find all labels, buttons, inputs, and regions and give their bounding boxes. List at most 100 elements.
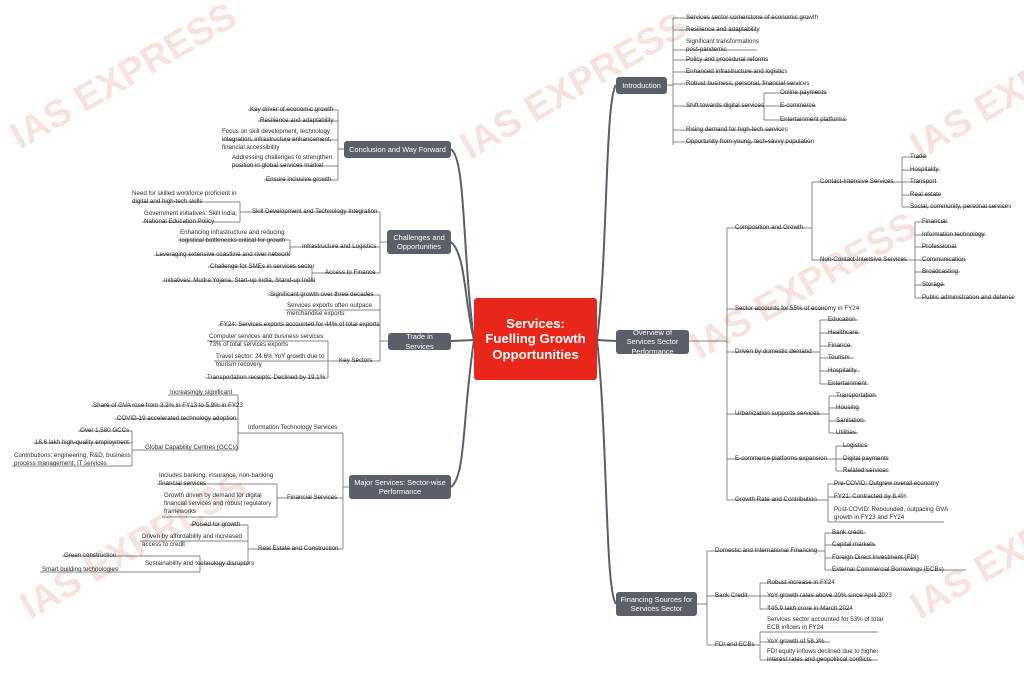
overview-leaf: Information technology — [922, 231, 985, 238]
trade-node: Key Sectors — [339, 357, 373, 364]
overview-node: Non-Contact-Intensive Services — [820, 256, 908, 263]
financing-node: FDI and ECBs — [715, 641, 755, 648]
intro-subitem: E-commerce — [780, 102, 816, 109]
overview-leaf: Logistics — [843, 442, 868, 449]
overview-leaf: Healthcare — [828, 329, 858, 336]
overview-leaf: Finance — [828, 342, 851, 349]
intro-item: Policy and procedural reforms — [686, 56, 769, 63]
overview-node: Sector accounts for 55% of economy in FY… — [735, 305, 860, 312]
challenges-node: Infrastructure and Logistics — [302, 243, 377, 250]
overview-leaf: Entertainment — [828, 380, 867, 387]
overview-leaf: Transport — [910, 178, 937, 185]
major-leaf: Contributions: engineering, R&D, busines… — [14, 452, 131, 467]
overview-leaf: Communication — [922, 256, 965, 263]
major-node: Information Technology Services — [248, 424, 338, 431]
financing-leaf: ₹45.9 lakh crore in March 2024 — [767, 605, 853, 612]
trade-leaf: Transportation receipts: Declined by 19.… — [207, 374, 326, 381]
conclusion-item: Focus on skill development, technology i… — [222, 128, 332, 151]
trade-item: Significant growth over three decades — [270, 291, 374, 298]
major-leaf: Green construction — [64, 552, 117, 559]
branch-financing[interactable]: Financing Sources for Services Sector — [616, 592, 697, 616]
intro-item: Robust business, personal, financial ser… — [686, 80, 810, 87]
overview-leaf: Sanitation — [836, 417, 864, 424]
challenges-leaf: Leveraging extensive coastline and river… — [156, 251, 290, 258]
major-leaf: Smart building technologies — [42, 566, 119, 573]
major-leaf: Growth driven by demand for digital fina… — [164, 492, 272, 515]
central-topic: Services: Fuelling Growth Opportunities — [474, 298, 597, 380]
major-leaf: Share of GVA rose from 3.2% in FY13 to 5… — [93, 402, 243, 409]
branch-major[interactable]: Major Services: Sector-wise Performance — [349, 475, 451, 499]
conclusion-item: Addressing challenges to strengthen posi… — [232, 154, 333, 169]
intro-item: Shift towards digital services — [686, 102, 765, 109]
trade-item: Services exports often outpace merchandi… — [287, 302, 372, 317]
intro-item: Rising demand for high-tech services — [686, 126, 788, 133]
conclusion-item: Ensure inclusive growth — [266, 176, 332, 183]
overview-leaf: Pre-COVID: Outgrew overall economy — [834, 480, 939, 487]
financing-node: Bank Credit — [715, 592, 748, 599]
overview-leaf: Related services — [843, 467, 889, 474]
financing-leaf: External Commercial Borrowings (ECBs) — [832, 566, 944, 573]
overview-leaf: Professional — [922, 243, 957, 250]
intro-item: Resilience and adaptability — [686, 26, 760, 33]
branch-overview[interactable]: Overview of Services Sector Performance — [616, 328, 689, 356]
overview-leaf: Tourism — [828, 354, 850, 361]
overview-leaf: Financial — [922, 218, 947, 225]
major-leaf: Over 1,580 GCCs — [80, 427, 130, 434]
branch-trade[interactable]: Trade in Services — [388, 332, 451, 351]
challenges-node: Skill Development and Technology Integra… — [252, 208, 378, 215]
financing-leaf: YoY growth rates above 20% since April 2… — [767, 592, 892, 599]
overview-leaf: Digital payments — [843, 455, 889, 462]
intro-item: Services sector cornerstone of economic … — [686, 14, 819, 21]
overview-leaf: Social, community, personal services — [910, 203, 1012, 210]
overview-leaf: Education — [828, 316, 856, 323]
challenges-leaf: Challenge for SMEs in services sector — [210, 263, 315, 270]
overview-leaf: Post-COVID: Rebounded, outpacing GVA gro… — [834, 506, 949, 521]
intro-item: Enhanced infrastructure and logistics — [686, 68, 788, 75]
financing-leaf: Foreign Direct Investment (FDI) — [832, 554, 919, 561]
major-node: Real Estate and Construction — [258, 545, 339, 552]
overview-node: Contact-Intensive Services — [820, 178, 894, 185]
major-node: Financial Services — [287, 494, 338, 501]
challenges-leaf: Need for skilled workforce proficient in… — [132, 190, 237, 205]
financing-node: Domestic and International Financing — [715, 547, 818, 554]
conclusion-item: Key driver of economic growth — [250, 106, 334, 113]
major-node: Global Capability Centres (GCCs) — [145, 444, 238, 451]
branch-introduction[interactable]: Introduction — [616, 77, 667, 94]
overview-node: Urbanization supports services — [735, 410, 820, 417]
challenges-leaf: Government initiatives: Skill India, Nat… — [144, 210, 237, 225]
challenges-leaf: Enhancing infrastructure and reducing lo… — [180, 229, 286, 244]
branch-challenges[interactable]: Challenges and Opportunities — [387, 230, 451, 254]
major-leaf: COVID-19 accelerated technology adoption — [117, 415, 237, 422]
overview-leaf: Storage — [922, 281, 944, 288]
trade-leaf: Travel sector: 24.6% YoY growth due to t… — [216, 353, 325, 368]
branch-conclusion[interactable]: Conclusion and Way Forward — [344, 141, 451, 158]
financing-leaf: Bank credit — [832, 529, 863, 536]
challenges-leaf: Initiatives: Mudra Yojana, Start-up Indi… — [164, 277, 316, 284]
financing-leaf: Capital markets — [832, 541, 875, 548]
overview-leaf: Real estate — [910, 191, 942, 198]
intro-subitem: Online payments — [780, 89, 827, 96]
major-leaf: Driven by affordability and increased ac… — [142, 533, 242, 548]
overview-leaf: FY21: Contracted by 8.4% — [834, 493, 907, 500]
intro-subitem: Entertainment platforms — [780, 116, 846, 123]
major-leaf: Includes banking, insurance, non-banking… — [159, 472, 274, 487]
major-leaf: Poised for growth — [192, 521, 241, 528]
overview-leaf: Hospitality — [910, 166, 939, 173]
overview-node: Growth Rate and Contribution — [735, 496, 817, 503]
major-leaf: Increasingly significant — [170, 389, 233, 396]
overview-node: E-commerce platforms expansion — [735, 455, 828, 462]
overview-leaf: Public administration and defense — [922, 294, 1015, 301]
overview-leaf: Housing — [836, 404, 859, 411]
financing-leaf: Services sector accounted for 53% of tot… — [767, 616, 883, 631]
overview-node: Driven by domestic demand — [735, 348, 812, 355]
major-leaf: 16.6 lakh high-quality employment — [35, 439, 129, 446]
trade-item: FY24: Services exports accounted for 44%… — [220, 321, 380, 328]
overview-leaf: Utilities — [836, 429, 856, 436]
conclusion-item: Resilience and adaptability — [260, 117, 334, 124]
intro-item: Opportunity from young, tech-savvy popul… — [686, 138, 814, 145]
financing-leaf: Robust increase in FY24 — [767, 579, 835, 586]
intro-item: Significant transformations post-pandemi… — [686, 38, 759, 53]
overview-leaf: Hospitality — [828, 367, 857, 374]
challenges-node: Access to Finance — [325, 269, 376, 276]
